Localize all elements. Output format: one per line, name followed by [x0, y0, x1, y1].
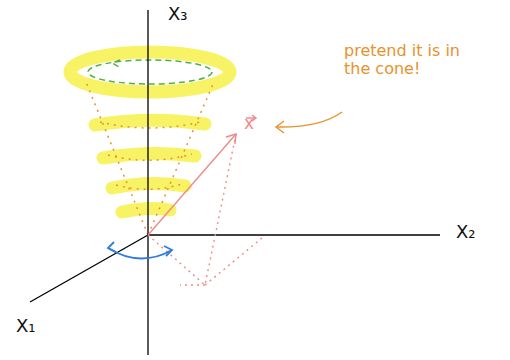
- cone-highlight: [70, 52, 230, 212]
- cone-edge: [86, 82, 214, 235]
- callout-arrow: [276, 112, 342, 133]
- cone-rim: [88, 60, 212, 84]
- rotation-arrow: [108, 242, 172, 259]
- annotation-note: pretend it is in the cone!: [344, 42, 476, 77]
- axis-label: X₂: [456, 222, 476, 242]
- axis-label: X₃: [168, 4, 188, 24]
- axis-label: X₁: [16, 316, 36, 336]
- vector-x: [148, 115, 262, 285]
- vector-label: x: [244, 114, 254, 133]
